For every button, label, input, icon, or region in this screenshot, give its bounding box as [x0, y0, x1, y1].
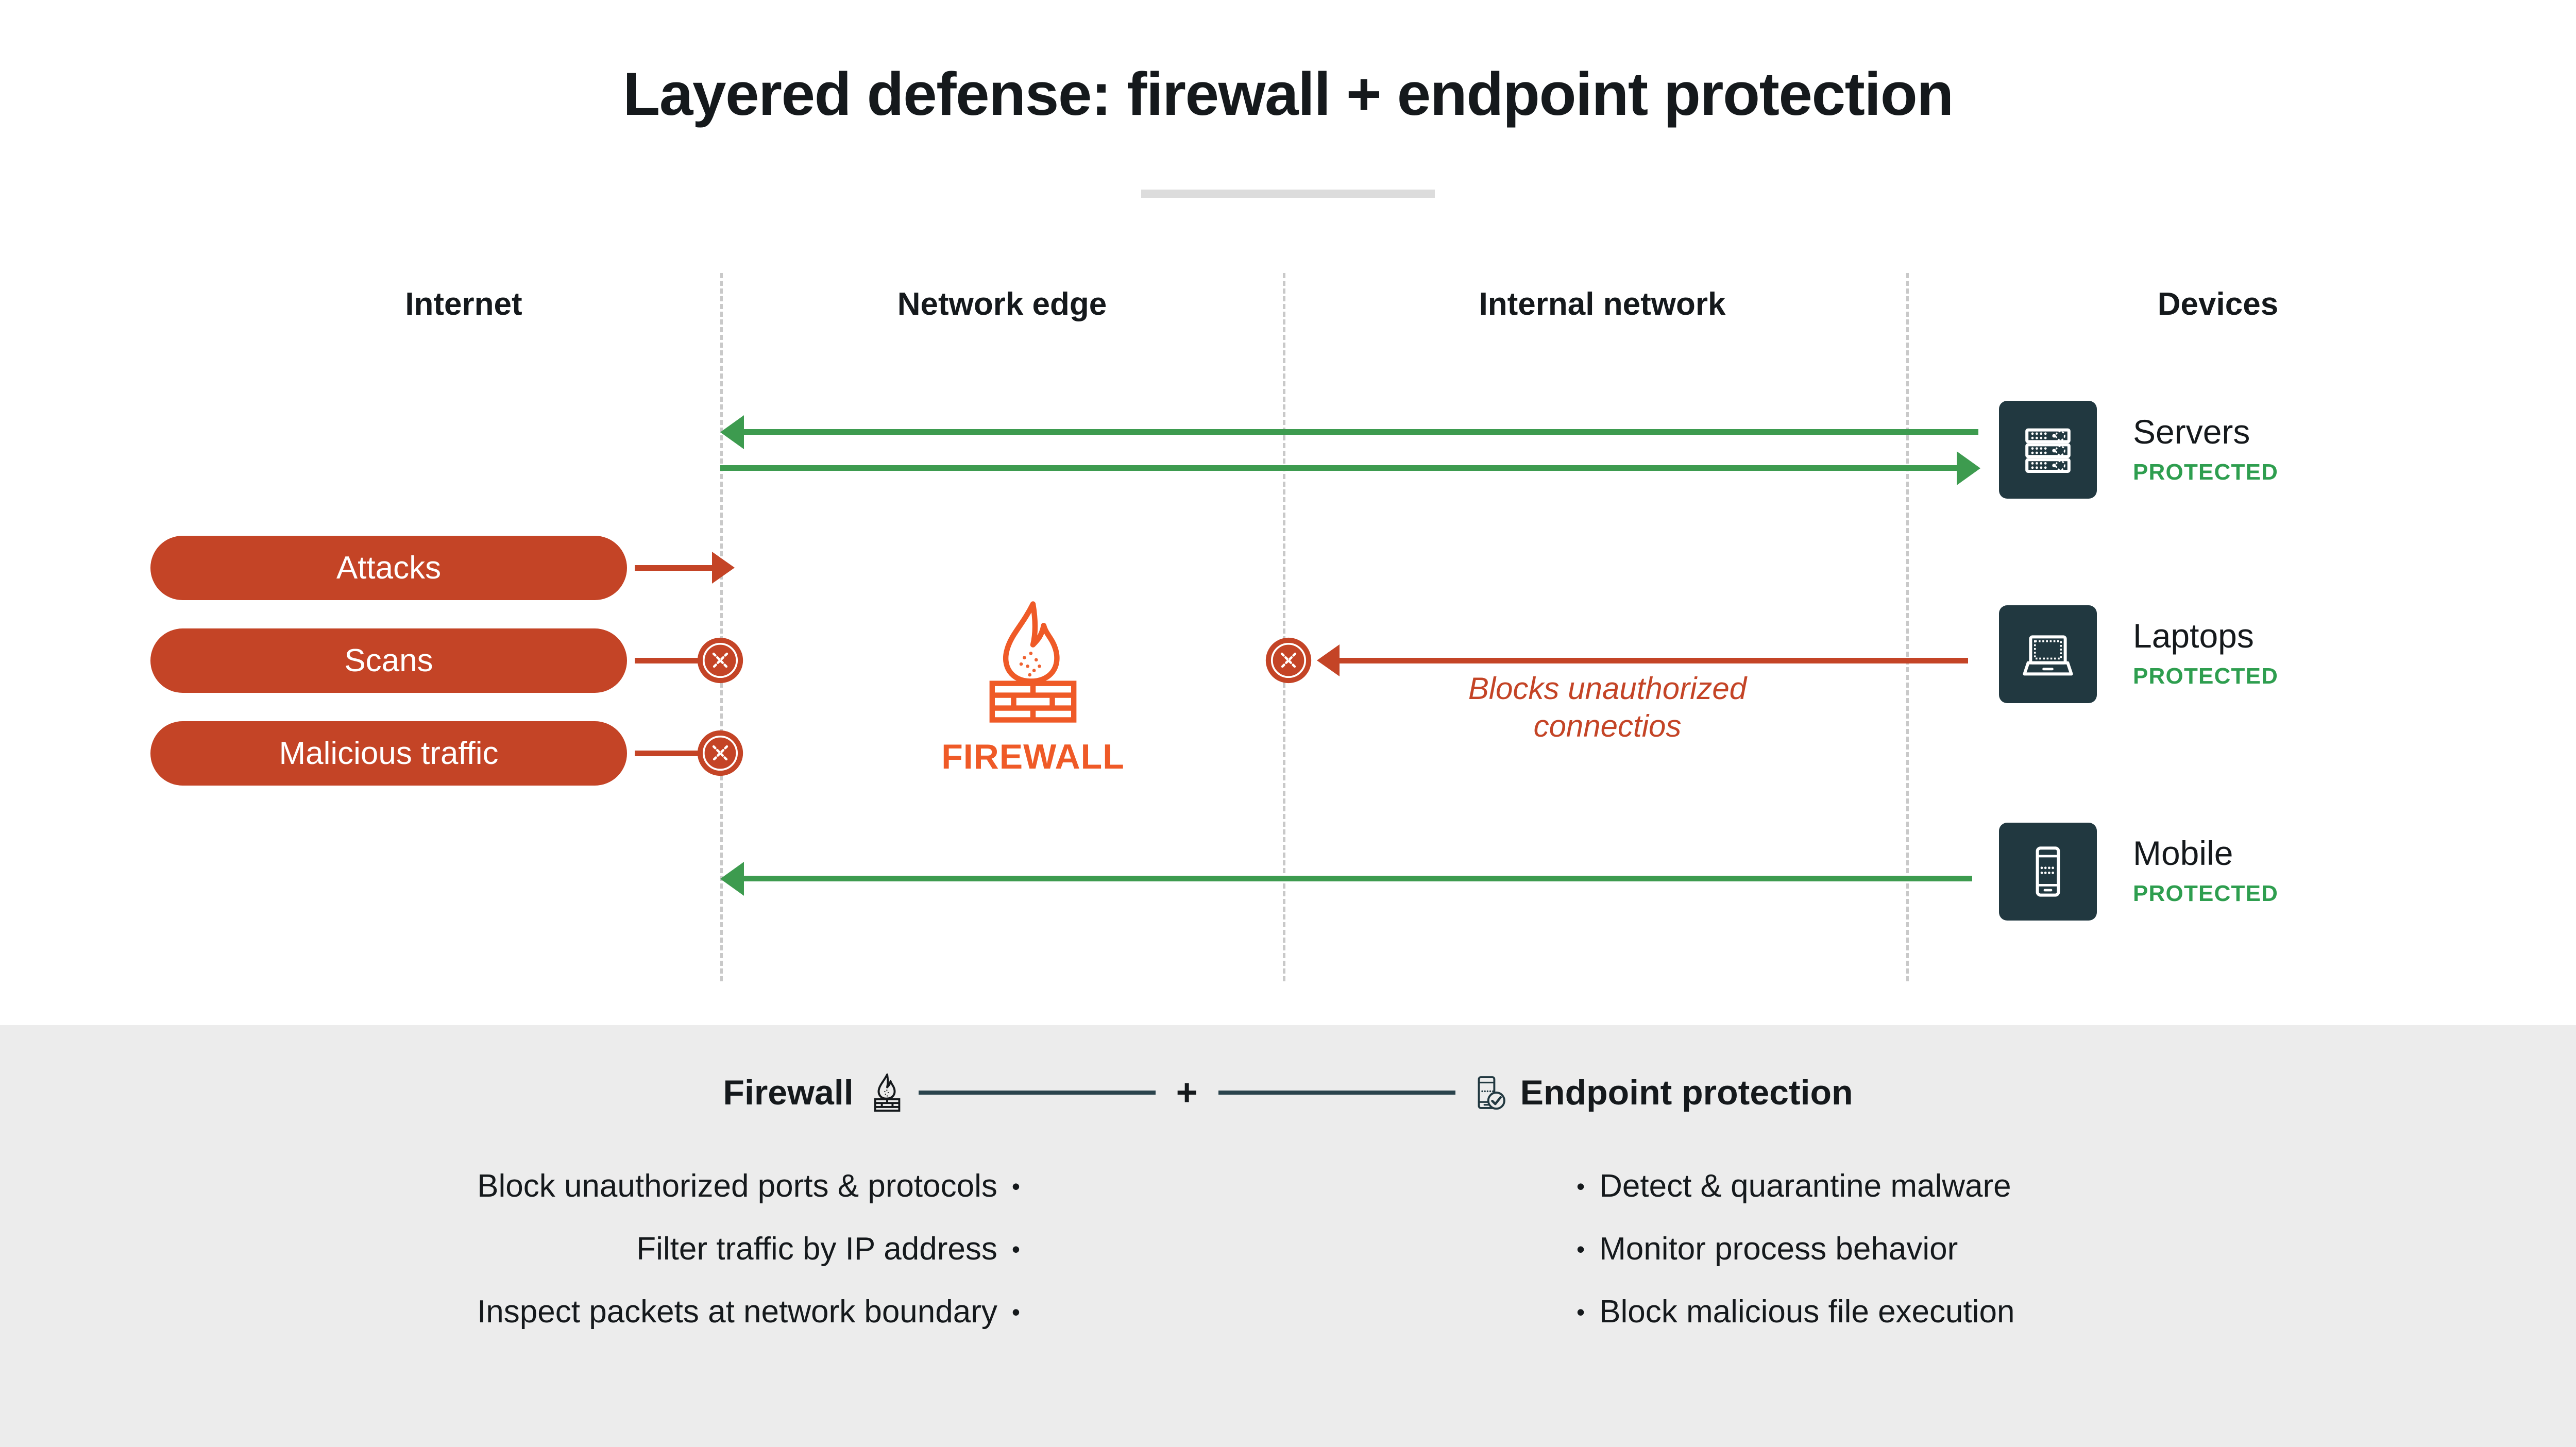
endpoint-capability-list: • Detect & quarantine malware • Monitor … — [1577, 1170, 2576, 1359]
bullet-icon: • — [1577, 1299, 1585, 1325]
flow-arrowhead-right-green-1 — [1957, 451, 1980, 485]
column-header-internet: Internet — [405, 286, 522, 322]
comparison-panel — [0, 1025, 2576, 1447]
column-header-network-edge: Network edge — [897, 286, 1107, 322]
blocked-note-line1: Blocks unauthorized — [1468, 671, 1747, 706]
bullet-icon: • — [1577, 1173, 1585, 1200]
list-item-label: Monitor process behavior — [1599, 1231, 1958, 1267]
threat-pill-scans[interactable]: Scans — [150, 628, 627, 693]
page-title: Layered defense: firewall + endpoint pro… — [623, 60, 1954, 128]
device-status-servers: PROTECTED — [2133, 459, 2279, 485]
flow-arrowhead-left-green-1 — [720, 415, 744, 449]
threat-arrow-line-malicious — [635, 751, 707, 756]
threat-pill-label: Attacks — [336, 550, 442, 586]
laptop-icon — [1999, 605, 2097, 703]
firewall-flame-brick-icon — [969, 598, 1097, 726]
device-name-laptops: Laptops — [2133, 617, 2254, 655]
panel-rule-right — [1218, 1091, 1455, 1095]
flow-line-blocked-laptops — [1340, 658, 1968, 663]
bullet-icon: • — [1011, 1299, 1020, 1325]
list-item: • Block malicious file execution — [1577, 1296, 2576, 1328]
flow-line-allowed-inbound — [725, 429, 1978, 435]
list-item-label: Block malicious file execution — [1599, 1294, 2015, 1330]
column-header-devices: Devices — [2157, 286, 2279, 322]
bullet-icon: • — [1577, 1236, 1585, 1263]
list-item: Filter traffic by IP address • — [0, 1233, 1020, 1265]
device-status-mobile: PROTECTED — [2133, 881, 2279, 906]
threat-pill-label: Scans — [344, 643, 433, 678]
list-item: Block unauthorized ports & protocols • — [0, 1170, 1020, 1202]
bullet-icon: • — [1011, 1173, 1020, 1200]
blocked-note-line2: connectios — [1533, 709, 1682, 744]
mobile-phone-icon — [1999, 823, 2097, 921]
panel-rule-left — [918, 1091, 1156, 1095]
server-rack-icon — [1999, 401, 2097, 499]
threat-arrowhead-attacks — [712, 552, 735, 584]
divider-internal-devices — [1906, 273, 1909, 981]
panel-right-title: Endpoint protection — [1520, 1073, 1853, 1112]
panel-plus-sign: + — [1176, 1072, 1198, 1113]
panel-header: Firewall + — [0, 1071, 2576, 1114]
circle-x-block-icon — [697, 729, 744, 777]
column-header-internal-network: Internal network — [1479, 286, 1726, 322]
divider-internet-networkedge — [720, 273, 723, 981]
threat-pill-malicious-traffic[interactable]: Malicious traffic — [150, 721, 627, 786]
threat-pill-label: Malicious traffic — [279, 736, 499, 771]
blocked-connections-note: Blocks unauthorized connectios — [1386, 670, 1829, 745]
flow-line-allowed-mobile — [725, 876, 1972, 881]
circle-x-block-icon — [1265, 637, 1312, 684]
list-item-label: Detect & quarantine malware — [1599, 1168, 2011, 1204]
threat-arrow-line-scans — [635, 658, 707, 663]
flow-arrowhead-left-green-2 — [720, 862, 744, 896]
list-item: Inspect packets at network boundary • — [0, 1296, 1020, 1328]
list-item-label: Inspect packets at network boundary — [477, 1294, 997, 1330]
firewall-label: FIREWALL — [941, 737, 1125, 776]
list-item-label: Block unauthorized ports & protocols — [477, 1168, 997, 1204]
list-item: • Monitor process behavior — [1577, 1233, 2576, 1265]
device-name-mobile: Mobile — [2133, 834, 2233, 872]
threat-pill-attacks[interactable]: Attacks — [150, 536, 627, 600]
flow-arrowhead-left-orange — [1317, 644, 1340, 676]
threat-arrow-line-attacks — [635, 565, 712, 571]
bullet-icon: • — [1011, 1236, 1020, 1263]
list-item: • Detect & quarantine malware — [1577, 1170, 2576, 1202]
firewall-flame-brick-icon — [867, 1073, 907, 1113]
device-name-servers: Servers — [2133, 413, 2250, 451]
device-status-laptops: PROTECTED — [2133, 663, 2279, 689]
device-check-shield-icon — [1469, 1073, 1509, 1113]
divider-networkedge-internal — [1283, 273, 1285, 981]
firewall-capability-list: Block unauthorized ports & protocols • F… — [0, 1170, 1020, 1359]
circle-x-block-icon — [697, 637, 744, 684]
flow-line-allowed-outbound — [720, 465, 1957, 471]
list-item-label: Filter traffic by IP address — [636, 1231, 997, 1267]
panel-left-title: Firewall — [723, 1073, 854, 1112]
title-underline-accent — [1141, 190, 1435, 198]
